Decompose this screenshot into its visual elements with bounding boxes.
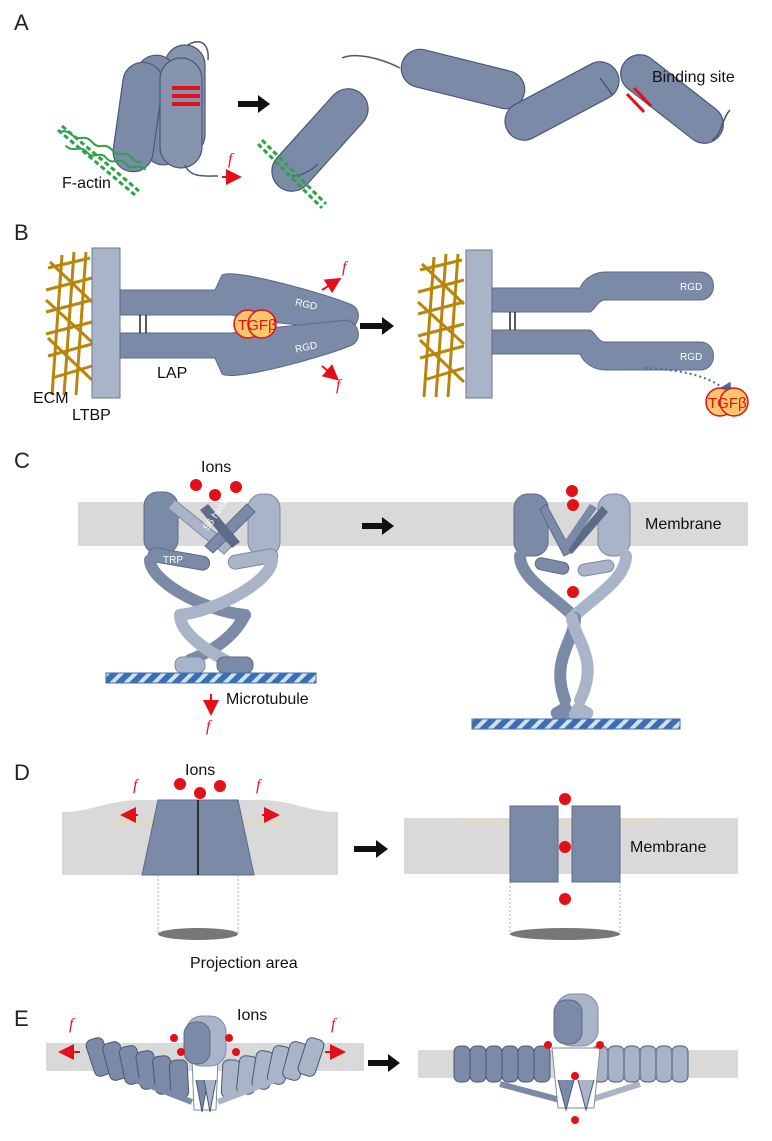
ltbp-label: LTBP [72,407,111,424]
rgd-label-top: RGD [294,297,318,312]
membrane-d-right [404,818,738,874]
trp-channel-closed: S6 helix TRP [143,491,281,676]
force-arrow-b-bottom [321,364,340,381]
force-symbol-e-right: f [331,1016,338,1033]
rgd-label-bottom: RGD [294,340,318,355]
panel-b-letter: B [14,220,29,245]
channel-d-open-left [509,805,559,883]
panel-a-letter: A [14,10,29,35]
membrane-label-c: Membrane [645,516,722,533]
unfolded-protein-chain [271,48,731,192]
panel-c-letter: C [14,448,30,473]
piezo-open-cap [553,993,599,1047]
piezo-closed-blades [85,1037,325,1113]
microtubule-label: Microtubule [226,691,309,708]
ions-label-d: Ions [185,762,215,779]
ltbp-bar-2 [465,249,493,399]
lap-dimer-open: RGD RGD [491,271,714,371]
force-symbol-e-left: f [69,1016,76,1033]
tgf-beta-released: TGFβ [705,387,749,417]
transition-arrow-a [238,95,270,113]
force-symbol-d-left: f [133,777,140,794]
f-actin-filament [57,124,147,197]
panel-c: C Membrane Ions S6 helix TRP Microtubule… [14,448,748,735]
transition-arrow-b [360,317,394,335]
force-symbol-b-bottom: f [336,377,343,394]
panel-b: B ECM LTBP RGD RGD TGFβ LAP f f [14,220,749,424]
membrane-d-left-1 [62,800,150,875]
force-symbol-c: f [206,718,213,735]
force-arrow-b-top [321,277,342,294]
projection-area-label: Projection area [190,955,298,972]
trp-label: TRP [163,555,183,566]
ltbp-bar [91,247,121,399]
lap-label: LAP [157,365,187,382]
lap-dimer-closed: RGD RGD [119,273,359,376]
ecm-label: ECM [33,390,69,407]
tgf-label-bound: TGFβ [238,317,277,334]
transition-arrow-e [368,1054,400,1072]
panel-e: E Ions f f [14,993,738,1124]
panel-d-letter: D [14,760,30,785]
f-actin-filament-2 [256,138,328,210]
ions-label-e: Ions [237,1007,267,1024]
binding-site-label: Binding site [652,69,735,86]
microtubule-left [105,672,317,684]
force-symbol-d-right: f [256,777,263,794]
channel-d-open-right [571,805,621,883]
panel-a: A F-actin f [14,10,735,210]
microtubule-right [471,718,681,730]
panel-d: D Ions f f Projection area Membrane [14,760,738,972]
rgd-label-open-bottom: RGD [680,352,702,363]
projection-area-small [158,928,238,940]
projection-area-large [510,928,620,940]
piezo-closed-cap [183,1015,227,1067]
ecm-lattice [44,251,94,396]
rgd-label-open-top: RGD [680,282,702,293]
panel-e-letter: E [14,1006,29,1031]
membrane-label-d: Membrane [630,839,707,856]
tgf-beta-bound: TGFβ [233,309,277,339]
ions-label-c: Ions [201,459,231,476]
membrane-d-left-2 [240,800,338,875]
transition-arrow-d [354,840,388,858]
force-symbol-b-top: f [342,259,349,276]
piezo-open-blades [453,1045,689,1112]
f-actin-label: F-actin [62,175,111,192]
folded-protein-bundle [112,41,219,177]
tgf-label-released: TGFβ [708,395,747,412]
force-symbol-a: f [228,151,235,168]
transition-arrow-c [362,517,394,535]
ecm-lattice-2 [416,253,466,398]
